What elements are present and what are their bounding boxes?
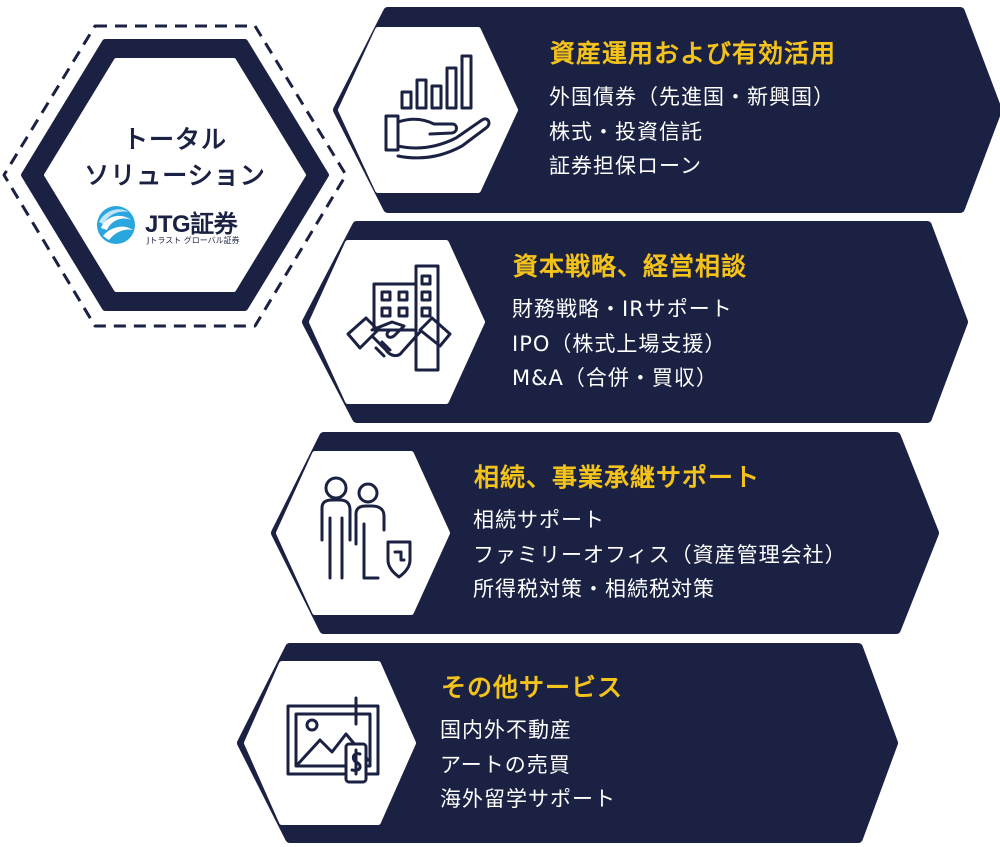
- card-1-item: 株式・投資信託: [549, 119, 703, 144]
- card-2-item: M&A（合併・買収）: [512, 366, 718, 390]
- card-1-item: 証券担保ローン: [549, 154, 702, 178]
- card-3-items: 相続サポート ファミリーオフィス（資産管理会社） 所得税対策・相続税対策: [473, 503, 847, 607]
- card-4-items: 国内外不動産 アートの売買 海外留学サポート: [440, 713, 616, 817]
- card-3-item: ファミリーオフィス（資産管理会社）: [473, 542, 847, 567]
- hub-title-line-2: ソリューション: [84, 161, 266, 190]
- hand-with-bar-chart-icon: [384, 54, 491, 160]
- brand-subtitle: Jトラスト グローバル証券: [147, 236, 240, 245]
- card-shape: [237, 643, 898, 843]
- icon-hexagon: [338, 27, 518, 193]
- brand-name: JTG証券: [145, 211, 238, 238]
- card-inheritance-support: [271, 432, 939, 634]
- card-1-item: 外国債券（先進国・新興国）: [549, 85, 835, 109]
- card-2-title: 資本戦略、経営相談: [513, 252, 748, 281]
- card-4-title: その他サービス: [441, 673, 624, 702]
- card-2-item: IPO（株式上場支援）: [512, 331, 727, 356]
- card-other-services: [237, 643, 898, 843]
- hub-dashed-outline: [2, 24, 348, 328]
- card-4-item: アートの売買: [440, 752, 571, 777]
- card-1-items: 外国債券（先進国・新興国） 株式・投資信託 証券担保ローン: [549, 80, 835, 184]
- jtg-swirl-logo-icon: [97, 206, 135, 244]
- framed-art-price-tag-icon: [286, 696, 380, 784]
- icon-hexagon: [309, 240, 485, 404]
- card-3-item: 相続サポート: [473, 508, 605, 532]
- card-capital-strategy: [302, 221, 968, 423]
- card-1-title: 資産運用および有効活用: [550, 39, 837, 68]
- family-shield-icon: [320, 476, 412, 580]
- card-shape: [302, 221, 968, 423]
- card-3-item: 所得税対策・相続税対策: [473, 577, 715, 601]
- card-4-item: 国内外不動産: [440, 718, 572, 742]
- card-2-items: 財務戦略・IRサポート IPO（株式上場支援） M&A（合併・買収）: [512, 292, 733, 396]
- hub-title: トータル ソリューション: [55, 122, 295, 194]
- buildings-handshake-icon: [346, 264, 452, 372]
- card-4-item: 海外留学サポート: [440, 787, 616, 811]
- brand-logo: JTG証券 Jトラスト グローバル証券: [93, 204, 263, 248]
- card-3-title: 相続、事業承継サポート: [474, 463, 761, 492]
- card-asset-management: [333, 7, 1000, 213]
- hub-title-line-1: トータル: [122, 125, 227, 154]
- card-2-item: 財務戦略・IRサポート: [512, 297, 733, 321]
- icon-hexagon: [244, 661, 416, 825]
